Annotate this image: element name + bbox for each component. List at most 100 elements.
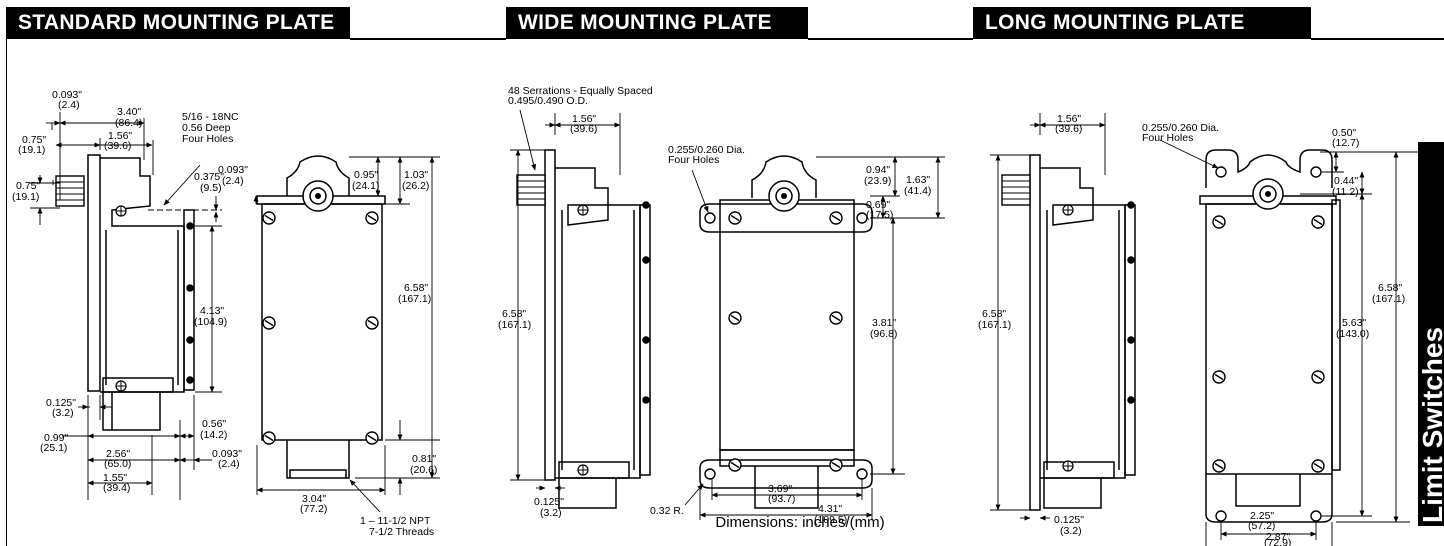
long-dim-0125: 0.125" (1054, 514, 1084, 526)
std-dim-156: 1.56" (108, 130, 132, 142)
wide-dim-156: 1.56" (572, 113, 596, 125)
wide-hole-dia: 0.255/0.260 Dia. (668, 144, 745, 156)
std-dim-075-a: 0.75" (22, 134, 46, 146)
std-dim-099: 0.99" (44, 432, 68, 444)
wide-dim-431: 4.31" (818, 503, 842, 515)
std-front-103-mm: (26.2) (402, 180, 429, 192)
std-dim-0125: 0.125" (46, 397, 76, 409)
wide-dim-381: 3.81" (872, 317, 896, 329)
long-dim-658: 6.58" (982, 308, 1006, 320)
std-npt-threads: 7-1/2 Threads (369, 526, 434, 538)
long-dim-0125-mm: (3.2) (1060, 525, 1082, 537)
wide-dim-658: 6.58" (502, 308, 526, 320)
std-dim-413: 4.13" (200, 305, 224, 317)
wide-dim-163-mm: (41.4) (904, 185, 931, 197)
std-dim-340-mm: (86.4) (115, 117, 142, 129)
std-dim-0093: 0.093" (52, 89, 82, 101)
std-front-095-mm: (24.1) (352, 180, 379, 192)
long-dim-658-b: 6.58" (1378, 282, 1402, 294)
wide-dim-069-mm: (17.5) (866, 209, 893, 221)
std-dim-155-mm: (39.4) (103, 482, 130, 494)
wide-dim-431-mm: (109.5) (814, 514, 847, 526)
long-dim-563: 5.63" (1342, 317, 1366, 329)
long-hole-dia: 0.255/0.260 Dia. (1142, 122, 1219, 134)
header-rule-standard (350, 38, 506, 40)
std-dim-075-b-mm: (19.1) (12, 191, 39, 203)
wide-hole-count: Four Holes (668, 154, 719, 166)
long-side-view (1029, 154, 1136, 511)
std-dim-0375: 0.375" (194, 171, 224, 183)
wide-dim-0125: 0.125" (534, 496, 564, 508)
std-dim-056-mm: (14.2) (200, 429, 227, 441)
wide-dim-369-mm: (93.7) (768, 493, 795, 505)
wide-dim-381-mm: (96.8) (870, 328, 897, 340)
std-dim-0093-b-mm: (2.4) (218, 458, 240, 470)
std-front-0093: 0.093" (218, 164, 248, 176)
std-dim-340: 3.40" (117, 106, 141, 118)
std-front-658-mm: (167.1) (398, 293, 431, 305)
std-dim-0375-mm: (9.5) (200, 182, 222, 194)
std-dim-155: 1.55" (103, 472, 127, 484)
header-wide: WIDE MOUNTING PLATE (506, 7, 808, 39)
std-front-081: 0.81" (412, 453, 436, 465)
std-front-304: 3.04" (302, 493, 326, 505)
side-tab: Limit Switches (1418, 142, 1444, 526)
std-front-081-mm: (20.6) (410, 464, 437, 476)
long-hole-count: Four Holes (1142, 132, 1193, 144)
std-thread-spec: 5/16 - 18NC (182, 111, 239, 123)
wide-front-view (699, 155, 873, 509)
wide-dim-094: 0.94" (866, 164, 890, 176)
long-dim-287-mm: (72.9) (1264, 537, 1291, 546)
long-dim-225: 2.25" (1250, 510, 1274, 522)
long-dim-156: 1.56" (1057, 113, 1081, 125)
wide-dim-369: 3.69" (768, 483, 792, 495)
long-dim-658-b-mm: (167.1) (1372, 293, 1405, 305)
wide-dim-069: 0.69" (866, 199, 890, 211)
std-front-095: 0.95" (354, 169, 378, 181)
std-dim-0093-mm: (2.4) (58, 99, 80, 111)
std-dim-075-b: 0.75" (16, 180, 40, 192)
std-dim-056: 0.56" (202, 418, 226, 430)
std-front-0093-mm: (2.4) (222, 175, 244, 187)
header-rule-wide (808, 38, 973, 40)
wide-serrations-od: 0.495/0.490 O.D. (508, 95, 588, 107)
std-dim-256-mm: (65.0) (104, 458, 131, 470)
wide-dim-0125-mm: (3.2) (540, 507, 562, 519)
std-dim-0125-mm: (3.2) (52, 407, 74, 419)
header-rule-long (1311, 38, 1444, 40)
std-thread-depth: 0.56 Deep (182, 122, 231, 134)
std-front-658: 6.58" (404, 282, 428, 294)
std-npt-spec: 1 – 11-1/2 NPT (360, 515, 431, 527)
long-dim-658-mm: (167.1) (978, 319, 1011, 331)
wide-dim-156-mm: (39.6) (570, 123, 597, 135)
std-front-304-mm: (77.2) (300, 503, 327, 515)
long-dim-156-mm: (39.6) (1055, 123, 1082, 135)
long-dim-050-mm: (12.7) (1332, 137, 1359, 149)
long-dim-044: 0.44" (1334, 175, 1358, 187)
long-dim-287: 2.87" (1266, 531, 1290, 543)
wide-radius: 0.32 R. (650, 505, 684, 517)
long-dim-050: 0.50" (1332, 127, 1356, 139)
std-dim-099-mm: (25.1) (40, 442, 67, 454)
std-dim-256: 2.56" (106, 448, 130, 460)
wide-side-view (544, 149, 651, 509)
std-thread-holes: Four Holes (182, 133, 233, 145)
left-border (6, 38, 7, 546)
long-dim-225-mm: (57.2) (1248, 520, 1275, 532)
std-front-103: 1.03" (404, 169, 428, 181)
long-dim-044-mm: (11.2) (1332, 186, 1359, 198)
wide-serrations: 48 Serrations - Equally Spaced (508, 85, 653, 97)
std-dim-075-a-mm: (19.1) (18, 144, 45, 156)
wide-dim-658-mm: (167.1) (498, 319, 531, 331)
wide-dim-163: 1.63" (906, 174, 930, 186)
header-standard: STANDARD MOUNTING PLATE (6, 7, 350, 39)
dimensions-caption: Dimensions: inches/(mm) (715, 514, 885, 531)
wide-dim-094-mm: (23.9) (864, 175, 891, 187)
header-long: LONG MOUNTING PLATE (973, 7, 1311, 39)
side-tab-label: Limit Switches (1418, 326, 1444, 523)
std-dim-156-mm: (39.6) (104, 140, 131, 152)
std-dim-413-mm: (104.9) (194, 316, 227, 328)
standard-side-view (87, 154, 195, 431)
std-dim-0093-b: 0.093" (212, 448, 242, 460)
